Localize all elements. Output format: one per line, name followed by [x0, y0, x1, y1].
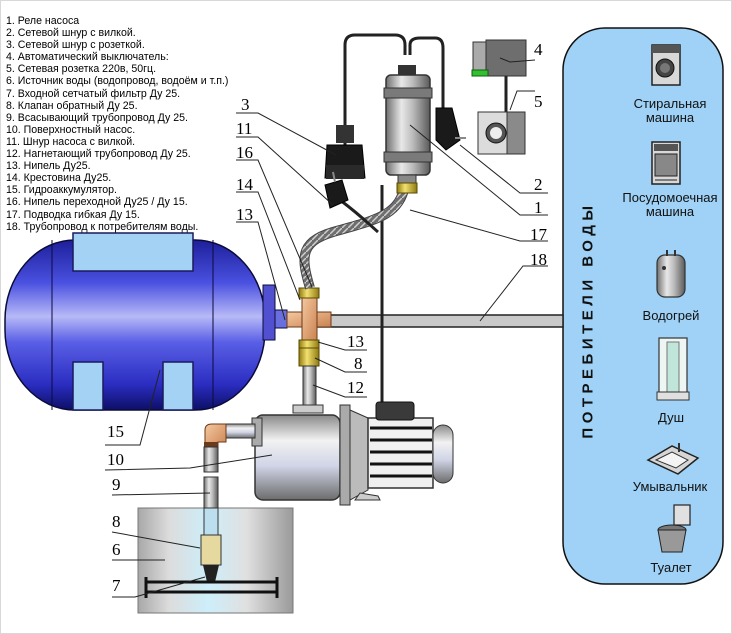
consumers-panel-title: ПОТРЕБИТЕЛИ ВОДЫ: [566, 150, 610, 490]
callout-6: 6: [112, 540, 121, 559]
callout-2: 2: [534, 175, 543, 194]
legend-item: 18. Трубопровод к потребителям воды.: [6, 220, 199, 233]
consumer-label-line: Умывальник: [632, 479, 708, 494]
legend-item: 10. Поверхностный насос.: [6, 123, 136, 136]
callout-12: 12: [347, 378, 364, 397]
legend-item: 6. Источник воды (водопровод, водоём и т…: [6, 75, 229, 88]
consumer-label-line: Водогрей: [642, 308, 700, 323]
legend-item: 2. Сетевой шнур с вилкой.: [6, 27, 136, 40]
callout-17: 17: [530, 225, 548, 244]
plug-cord: [408, 36, 445, 110]
callout-10: 10: [107, 450, 124, 469]
inlet-filter: [203, 565, 219, 582]
legend-item: 11. Шнур насоса с вилкой.: [6, 135, 136, 148]
callout-4: 4: [534, 40, 543, 59]
callout-14: 14: [236, 175, 254, 194]
socket-cord: [343, 33, 407, 150]
legend-item: 15. Гидроаккумулятор.: [6, 184, 117, 197]
consumer-label-line: Стиральная: [633, 96, 707, 111]
callout-15: 15: [107, 422, 124, 441]
power-plug: [435, 107, 466, 151]
legend-item: 17. Подводка гибкая Ду 15.: [6, 208, 140, 221]
surface-pump: [251, 401, 454, 506]
cord-socket: [324, 125, 366, 179]
callout-8-bottom: 8: [112, 512, 121, 531]
callout-13: 13: [347, 332, 364, 351]
callout-11: 11: [236, 119, 252, 138]
dishwasher-icon: [651, 141, 681, 185]
consumer-label-line: Душ: [657, 410, 685, 425]
callout-18: 18: [530, 250, 547, 269]
washing-machine-icon: [651, 44, 681, 86]
callout-3: 3: [241, 95, 250, 114]
consumer-washbasin-label: Умывальник: [610, 480, 730, 494]
consumer-toilet-label: Туалет: [611, 561, 731, 575]
pump-plug: [324, 171, 349, 209]
legend-item: 12. Нагнетающий трубопровод Ду 25.: [6, 148, 191, 161]
check-valve: [298, 347, 320, 367]
consumer-label-line: машина: [645, 204, 695, 219]
callout-numbers: 3 11 16 14 13 4 5 2 1 17 18 13 8 12 15 1…: [107, 40, 548, 595]
consumer-label-line: Посудомоечная: [622, 190, 718, 205]
legend-item: 5. Сетевая розетка 220в, 50гц.: [6, 63, 157, 76]
callout-9: 9: [112, 475, 121, 494]
legend-item: 7. Входной сетчатый фильтр Ду 25.: [6, 87, 181, 100]
washbasin-icon: [646, 443, 700, 475]
water-heater-icon: [656, 250, 686, 298]
legend-item: 14. Крестовина Ду25.: [6, 172, 112, 185]
callout-16: 16: [236, 143, 253, 162]
legend-item: 9. Всасывающий трубопровод Ду 25.: [6, 111, 188, 124]
cross-fitting: [286, 287, 332, 409]
consumer-pipe: [311, 314, 564, 328]
legend-item: 16. Нипель переходной Ду25 / Ду 15.: [6, 196, 188, 209]
callout-8-top: 8: [354, 354, 363, 373]
legend-item: 8. Клапан обратный Ду 25.: [6, 99, 138, 112]
legend-item: 1. Реле насоса: [6, 15, 80, 27]
callout-13-top: 13: [236, 205, 253, 224]
consumers-panel: [562, 27, 724, 585]
pump-relay: [383, 65, 433, 194]
consumer-label-line: Туалет: [650, 560, 692, 575]
consumer-dishwasher-label: Посудомоечная машина: [610, 191, 730, 219]
legend-item: 13. Нипель Ду25.: [6, 160, 91, 173]
toilet-icon: [657, 504, 691, 553]
legend-list: 1. Реле насоса 2. Сетевой шнур с вилкой.…: [6, 15, 228, 233]
check-valve-lower: [200, 534, 222, 566]
callout-7: 7: [112, 576, 121, 595]
consumer-label-line: машина: [645, 110, 695, 125]
consumer-washing-machine-label: Стиральная машина: [610, 97, 730, 125]
legend-item: 3. Сетевой шнур с розеткой.: [6, 39, 145, 52]
pressure-tank: [4, 232, 288, 411]
legend-item: 4. Автоматический выключатель:: [6, 51, 169, 64]
callout-1: 1: [534, 198, 543, 217]
callout-5: 5: [534, 92, 543, 111]
consumer-shower-label: Душ: [611, 411, 731, 425]
leader-lines: [104, 57, 548, 598]
wall-socket: [477, 111, 526, 155]
circuit-breaker: [471, 39, 527, 112]
consumers-title-text: ПОТРЕБИТЕЛИ ВОДЫ: [579, 201, 597, 439]
consumer-water-heater-label: Водогрей: [611, 309, 731, 323]
pump-cable: [339, 198, 379, 234]
shower-icon: [656, 337, 690, 401]
